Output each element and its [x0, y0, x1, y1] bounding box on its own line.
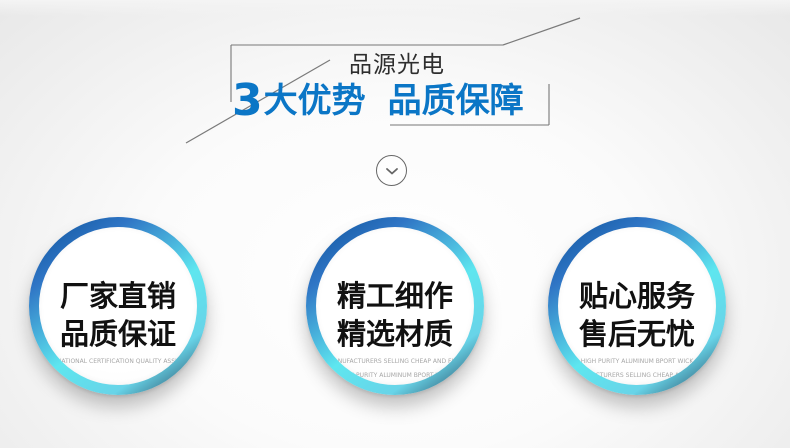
feature-card-after-sales-service: 贴心服务 售后无忧 HIGH PURITY ALUMINUM BPORT WIC… — [548, 217, 726, 395]
feature-caption-line1: HIGH PURITY ALUMINUM BPORT WICK — [580, 358, 694, 365]
headline-middle: 大优势 — [263, 81, 366, 121]
feature-title-line1: 厂家直销 — [59, 279, 176, 313]
headline-right: 品质保障 — [387, 81, 524, 121]
feature-caption-line1: INTERNATIONAL CERTIFICATION QUALITY ASSU… — [39, 358, 197, 365]
feature-caption-line2: HIGH PURITY ALUMINUM BPORT WICK — [338, 372, 452, 379]
scroll-down-button[interactable] — [376, 155, 407, 186]
feature-card-content: 厂家直销 品质保证 INTERNATIONAL CERTIFICATION QU… — [39, 227, 197, 385]
brand-title: 品源光电 — [349, 52, 445, 78]
feature-title-line2: 售后无忧 — [578, 317, 695, 351]
feature-title-line1: 精工细作 — [336, 279, 453, 313]
feature-title-line2: 品质保证 — [59, 317, 176, 351]
feature-title-line2: 精选材质 — [336, 317, 453, 351]
chevron-down-icon — [385, 167, 398, 174]
feature-card-content: 贴心服务 售后无忧 HIGH PURITY ALUMINUM BPORT WIC… — [558, 227, 716, 385]
headline-number: 3 — [232, 75, 263, 126]
feature-title-line1: 贴心服务 — [578, 279, 695, 313]
feature-card-factory-direct: 厂家直销 品质保证 INTERNATIONAL CERTIFICATION QU… — [29, 217, 207, 395]
feature-card-fine-workmanship: 精工细作 精选材质 MANUFACTURERS SELLING CHEAP AN… — [306, 217, 484, 395]
header-frame-right-diagonal-line — [502, 17, 581, 46]
top-shadow — [0, 0, 790, 16]
feature-caption-line2: MANUFACTURERS SELLING CHEAP AND FINE — [570, 372, 704, 379]
feature-card-content: 精工细作 精选材质 MANUFACTURERS SELLING CHEAP AN… — [316, 227, 474, 385]
headline: 3 大优势 品质保障 — [232, 76, 562, 126]
feature-caption-line1: MANUFACTURERS SELLING CHEAP AND FINE — [328, 358, 462, 365]
